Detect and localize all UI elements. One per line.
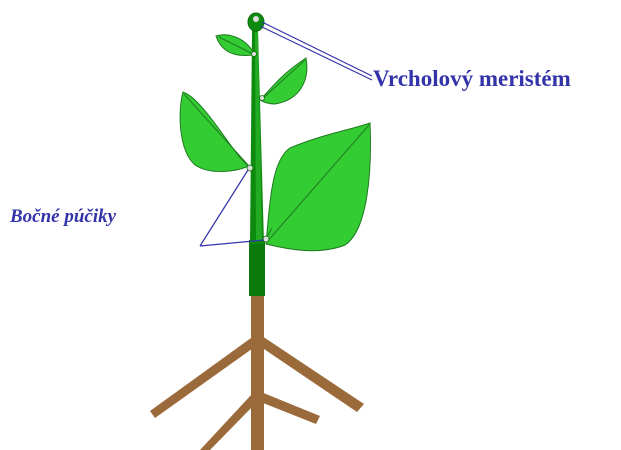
- root-branch-left-lower: [200, 394, 257, 450]
- apical-bud-tip: [253, 16, 259, 22]
- leaf-middle-left: [180, 92, 249, 172]
- lateral-bud: [252, 52, 257, 57]
- roots: [150, 295, 364, 450]
- pointer-apical: [262, 22, 372, 76]
- lateral-bud: [260, 96, 265, 101]
- apical-meristem-label: Vrcholový meristém: [373, 66, 571, 92]
- pointer-lateral-upper: [200, 170, 248, 246]
- lateral-bud: [263, 236, 269, 242]
- stem: [249, 30, 265, 296]
- stem-lower: [249, 240, 265, 296]
- pointer-apical-lower: [260, 26, 372, 80]
- root-branch-left-upper: [150, 338, 256, 418]
- leaves: [180, 35, 370, 251]
- root-branch-right-lower: [258, 392, 320, 424]
- leaf-large-right: [266, 123, 370, 251]
- apical-meristem: [248, 13, 264, 31]
- main-root: [251, 295, 264, 450]
- lateral-buds-label: Bočné púčiky: [10, 206, 116, 228]
